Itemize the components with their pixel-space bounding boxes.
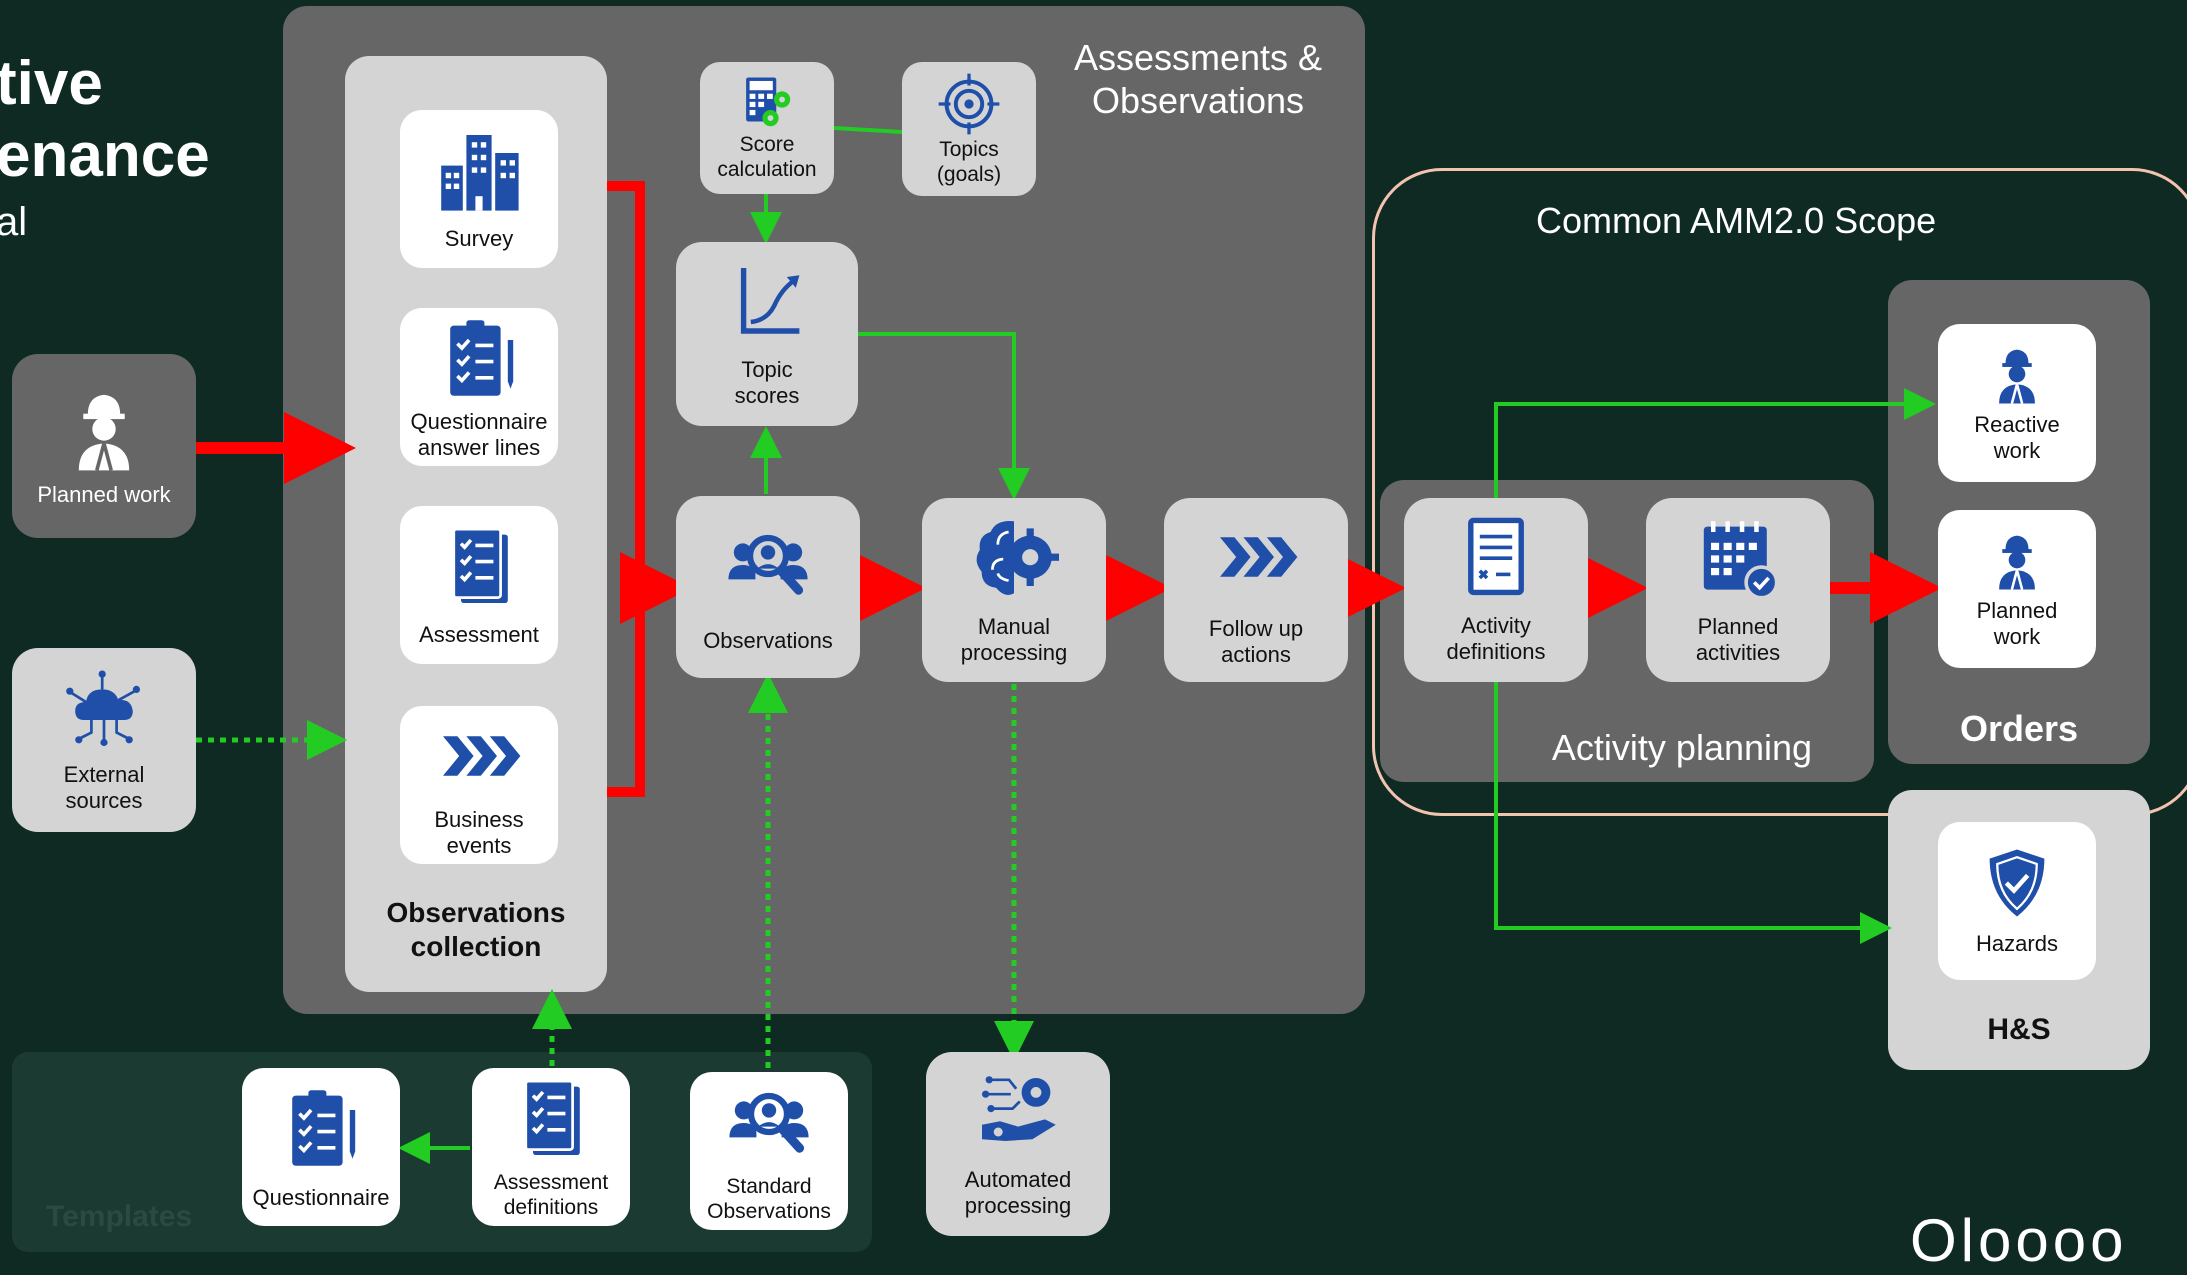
assessments-observations-title: Assessments & Observations xyxy=(1073,37,1323,122)
topics-goals-node[interactable]: Topics (goals) xyxy=(902,62,1036,196)
external-sources[interactable]: External sources xyxy=(12,648,196,832)
automated-processing-label: Automated processing xyxy=(964,1166,1072,1218)
observations-label: Observations xyxy=(703,627,833,653)
clipboard-checklist-icon xyxy=(429,313,529,403)
planned-work-source-label: Planned work xyxy=(37,481,171,507)
reactive-work-label: Reactive work xyxy=(1974,411,2060,463)
survey-label: Survey xyxy=(444,225,514,251)
robot-hand-gear-icon xyxy=(968,1069,1068,1159)
observations-node[interactable]: Observations xyxy=(676,496,860,678)
manual-processing-node[interactable]: Manual processing xyxy=(922,498,1106,682)
follow-up-actions-label: Follow up actions xyxy=(1208,615,1304,667)
checklist-document-icon xyxy=(429,522,529,612)
topic-scores-node[interactable]: Topic scores xyxy=(676,242,858,426)
topic-scores-label: Topic scores xyxy=(734,356,800,408)
chevrons-icon xyxy=(429,711,529,801)
activity-planning-title: Activity planning xyxy=(1551,727,1813,768)
chevrons-icon xyxy=(1206,512,1306,602)
standard-observations-card[interactable]: Standard Observations xyxy=(690,1072,848,1230)
hazards-card[interactable]: Hazards xyxy=(1938,822,2096,980)
title-fragment-2: enance xyxy=(0,121,210,190)
standard-observations-label: Standard Observations xyxy=(707,1174,831,1223)
questionnaire-answer-lines-label: Questionnaire answer lines xyxy=(410,408,548,460)
buildings-icon xyxy=(429,126,529,216)
company-logo-fragment: Oloooo xyxy=(1910,1207,2128,1274)
templates-label: Templates xyxy=(46,1200,193,1233)
title-fragment-3: al xyxy=(0,200,28,244)
title-fragment-1: tive xyxy=(0,49,103,118)
score-calculation-node[interactable]: Score calculation xyxy=(700,62,834,194)
reactive-work-card[interactable]: Reactive work xyxy=(1938,324,2096,482)
calendar-check-icon xyxy=(1688,514,1788,604)
assessment-label: Assessment xyxy=(419,621,539,647)
planned-activities-node[interactable]: Planned activities xyxy=(1646,498,1830,682)
planned-work-source[interactable]: Planned work xyxy=(12,354,196,538)
assessment-card[interactable]: Assessment xyxy=(400,506,558,664)
shield-check-icon xyxy=(1977,845,2057,921)
manual-processing-label: Manual processing xyxy=(960,613,1068,665)
assessment-definitions-card[interactable]: Assessment definitions xyxy=(472,1068,630,1226)
cloud-network-icon xyxy=(54,666,154,756)
hs-title: H&S xyxy=(1987,1013,2051,1046)
brain-gear-icon xyxy=(964,514,1064,604)
business-events-label: Business events xyxy=(434,806,524,858)
team-search-icon xyxy=(719,1078,819,1168)
document-icon xyxy=(1446,515,1546,605)
target-icon xyxy=(932,71,1006,137)
worker-icon xyxy=(1982,528,2052,592)
orders-title: Orders xyxy=(1959,708,2079,749)
hazards-label: Hazards xyxy=(1976,930,2058,956)
calculator-gear-icon xyxy=(734,74,800,132)
activity-definitions-node[interactable]: Activity definitions xyxy=(1404,498,1588,682)
questionnaire-answer-lines-card[interactable]: Questionnaire answer lines xyxy=(400,308,558,466)
score-calculation-label: Score calculation xyxy=(717,132,817,181)
automated-processing-node[interactable]: Automated processing xyxy=(926,1052,1110,1236)
activity-definitions-label: Activity definitions xyxy=(1446,612,1546,664)
observations-collection-title: Observations collection xyxy=(386,897,566,962)
external-sources-label: External sources xyxy=(63,761,145,813)
follow-up-actions-node[interactable]: Follow up actions xyxy=(1164,498,1348,682)
checklist-document-icon xyxy=(501,1074,601,1164)
planned-work-order-label: Planned work xyxy=(1976,597,2058,649)
business-events-card[interactable]: Business events xyxy=(400,706,558,864)
trend-chart-icon xyxy=(717,259,817,349)
clipboard-checklist-icon xyxy=(271,1083,371,1173)
questionnaire-template-label: Questionnaire xyxy=(252,1184,390,1210)
planned-work-order-card[interactable]: Planned work xyxy=(1938,510,2096,668)
amm-scope-title: Common AMM2.0 Scope xyxy=(1536,200,1937,241)
worker-icon xyxy=(54,384,154,474)
worker-icon xyxy=(1982,342,2052,406)
topics-goals-label: Topics (goals) xyxy=(936,137,1002,186)
assessment-definitions-label: Assessment definitions xyxy=(493,1170,609,1219)
team-search-icon xyxy=(718,520,818,610)
questionnaire-template-card[interactable]: Questionnaire xyxy=(242,1068,400,1226)
survey-card[interactable]: Survey xyxy=(400,110,558,268)
planned-activities-label: Planned activities xyxy=(1695,613,1781,665)
